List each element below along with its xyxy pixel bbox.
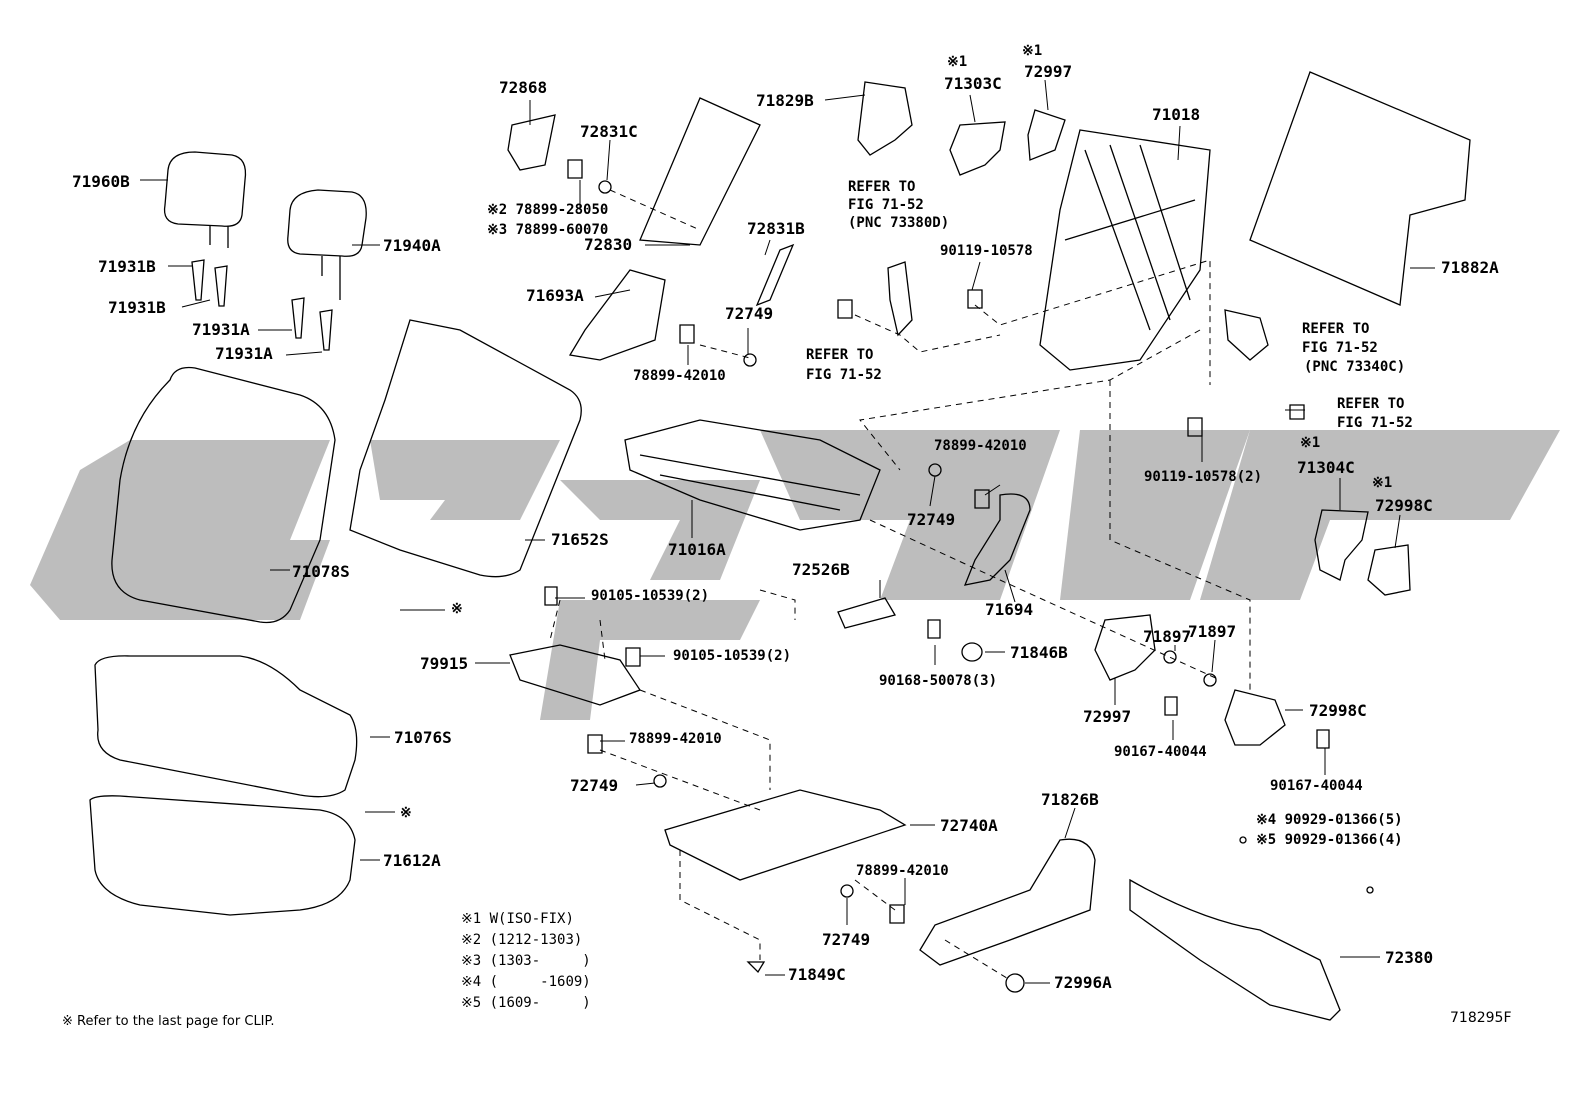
leader-lines (140, 79, 1435, 984)
seatback-pad-71652s (349, 319, 582, 578)
seat-frame-71016a (624, 419, 881, 531)
part-label: 72868 (499, 78, 548, 97)
part-label: 72740A (940, 816, 998, 835)
part-label: FIG 71-52 (806, 367, 882, 383)
part-label: 79915 (420, 654, 469, 673)
part-label: ※4 90929-01366(5) (1256, 812, 1403, 828)
part-label: 72998C (1375, 496, 1433, 515)
part-label: 71931A (192, 320, 250, 339)
part-label: 71693A (526, 286, 584, 305)
part-label: 71882A (1441, 258, 1499, 277)
part-label: 71652S (551, 530, 609, 549)
part-label: 71940A (383, 236, 441, 255)
part-label: FIG 71-52 (848, 197, 924, 213)
part-label: (PNC 73340C) (1304, 359, 1406, 375)
part-label: 72526B (792, 560, 850, 579)
part-label: 72749 (570, 776, 619, 795)
part-label: REFER TO (1302, 321, 1370, 337)
seatback-frame-71018 (1039, 129, 1211, 371)
clip-mark: ※ (400, 805, 412, 821)
figure-id: 718295F (1450, 1010, 1512, 1026)
headrest-71940a (287, 189, 367, 257)
part-label: 71304C (1297, 458, 1355, 477)
part-label: 72997 (1024, 62, 1073, 81)
part-label: 71826B (1041, 790, 1099, 809)
part-label: 90119-10578(2) (1144, 469, 1263, 485)
part-label: 71960B (72, 172, 130, 191)
part-label: (PNC 73380D) (848, 215, 950, 231)
board-72830 (639, 97, 761, 246)
cable-72380 (1129, 878, 1341, 1021)
dashed-guides (549, 189, 1251, 981)
part-label: 72749 (907, 510, 956, 529)
headrest-71960b (163, 151, 247, 227)
part-label: 71018 (1152, 105, 1201, 124)
part-label: 72998C (1309, 701, 1367, 720)
clip-reference-note: ※ Refer to the last page for CLIP. (62, 1014, 275, 1029)
part-outlines (89, 71, 1471, 1021)
part-label: 72749 (725, 304, 774, 323)
part-label: 90105-10539(2) (673, 648, 792, 664)
cushion-pad-71612a (89, 795, 356, 916)
part-label: 71694 (985, 600, 1034, 619)
part-label: 78899-42010 (934, 438, 1027, 454)
part-label: 71897 (1143, 627, 1192, 646)
part-label: 72831B (747, 219, 805, 238)
seatback-cover-71078s (111, 366, 336, 624)
part-label: REFER TO (848, 179, 916, 195)
part-label: FIG 71-52 (1337, 415, 1413, 431)
part-label: 71931B (108, 298, 166, 317)
part-label: 90105-10539(2) (591, 588, 710, 604)
part-label: 72997 (1083, 707, 1132, 726)
part-label: 72380 (1385, 948, 1434, 967)
footnote: ※2 (1212-1303) (461, 932, 583, 948)
footnote: ※4 ( -1609) (461, 974, 591, 990)
cushion-cover-71076s (94, 655, 358, 798)
part-label: 90167-40044 (1114, 744, 1207, 760)
part-label: ※1 (947, 54, 968, 70)
part-label: 72996A (1054, 973, 1112, 992)
part-label: 90119-10578 (940, 243, 1033, 259)
part-label: 90167-40044 (1270, 778, 1363, 794)
part-label: 71078S (292, 562, 350, 581)
part-label: 78899-42010 (856, 863, 949, 879)
part-label: 90168-50078(3) (879, 673, 998, 689)
part-label: REFER TO (1337, 396, 1405, 412)
part-label: 71829B (756, 91, 814, 110)
part-label: 71303C (944, 74, 1002, 93)
part-label: FIG 71-52 (1302, 340, 1378, 356)
part-label: 78899-42010 (633, 368, 726, 384)
part-label: 71076S (394, 728, 452, 747)
part-label: 71016A (668, 540, 726, 559)
part-label: 78899-42010 (629, 731, 722, 747)
part-label: REFER TO (806, 347, 874, 363)
part-label: ※1 (1372, 475, 1393, 491)
part-label: ※2 78899-28050 (487, 202, 609, 218)
part-label: 71931B (98, 257, 156, 276)
part-label: ※1 (1022, 43, 1043, 59)
watermark-logo (30, 430, 1560, 720)
part-label: 71849C (788, 965, 846, 984)
part-label: 72831C (580, 122, 638, 141)
board-71882a (1249, 71, 1471, 306)
part-label: ※1 (1300, 435, 1321, 451)
footnote: ※1 W(ISO-FIX) (461, 911, 574, 927)
footnote: ※5 (1609- ) (461, 995, 591, 1011)
footnote: ※3 (1303- ) (461, 953, 591, 969)
part-label: ※5 90929-01366(4) (1256, 832, 1403, 848)
seat-track-72740a (664, 789, 907, 881)
part-label: 72830 (584, 235, 633, 254)
part-label: ※3 78899-60070 (487, 222, 609, 238)
clip-mark: ※ (451, 601, 463, 617)
part-label: 71897 (1188, 622, 1237, 641)
part-label: 71931A (215, 344, 273, 363)
part-label: 71612A (383, 851, 441, 870)
part-label: 72749 (822, 930, 871, 949)
part-label: 71846B (1010, 643, 1068, 662)
